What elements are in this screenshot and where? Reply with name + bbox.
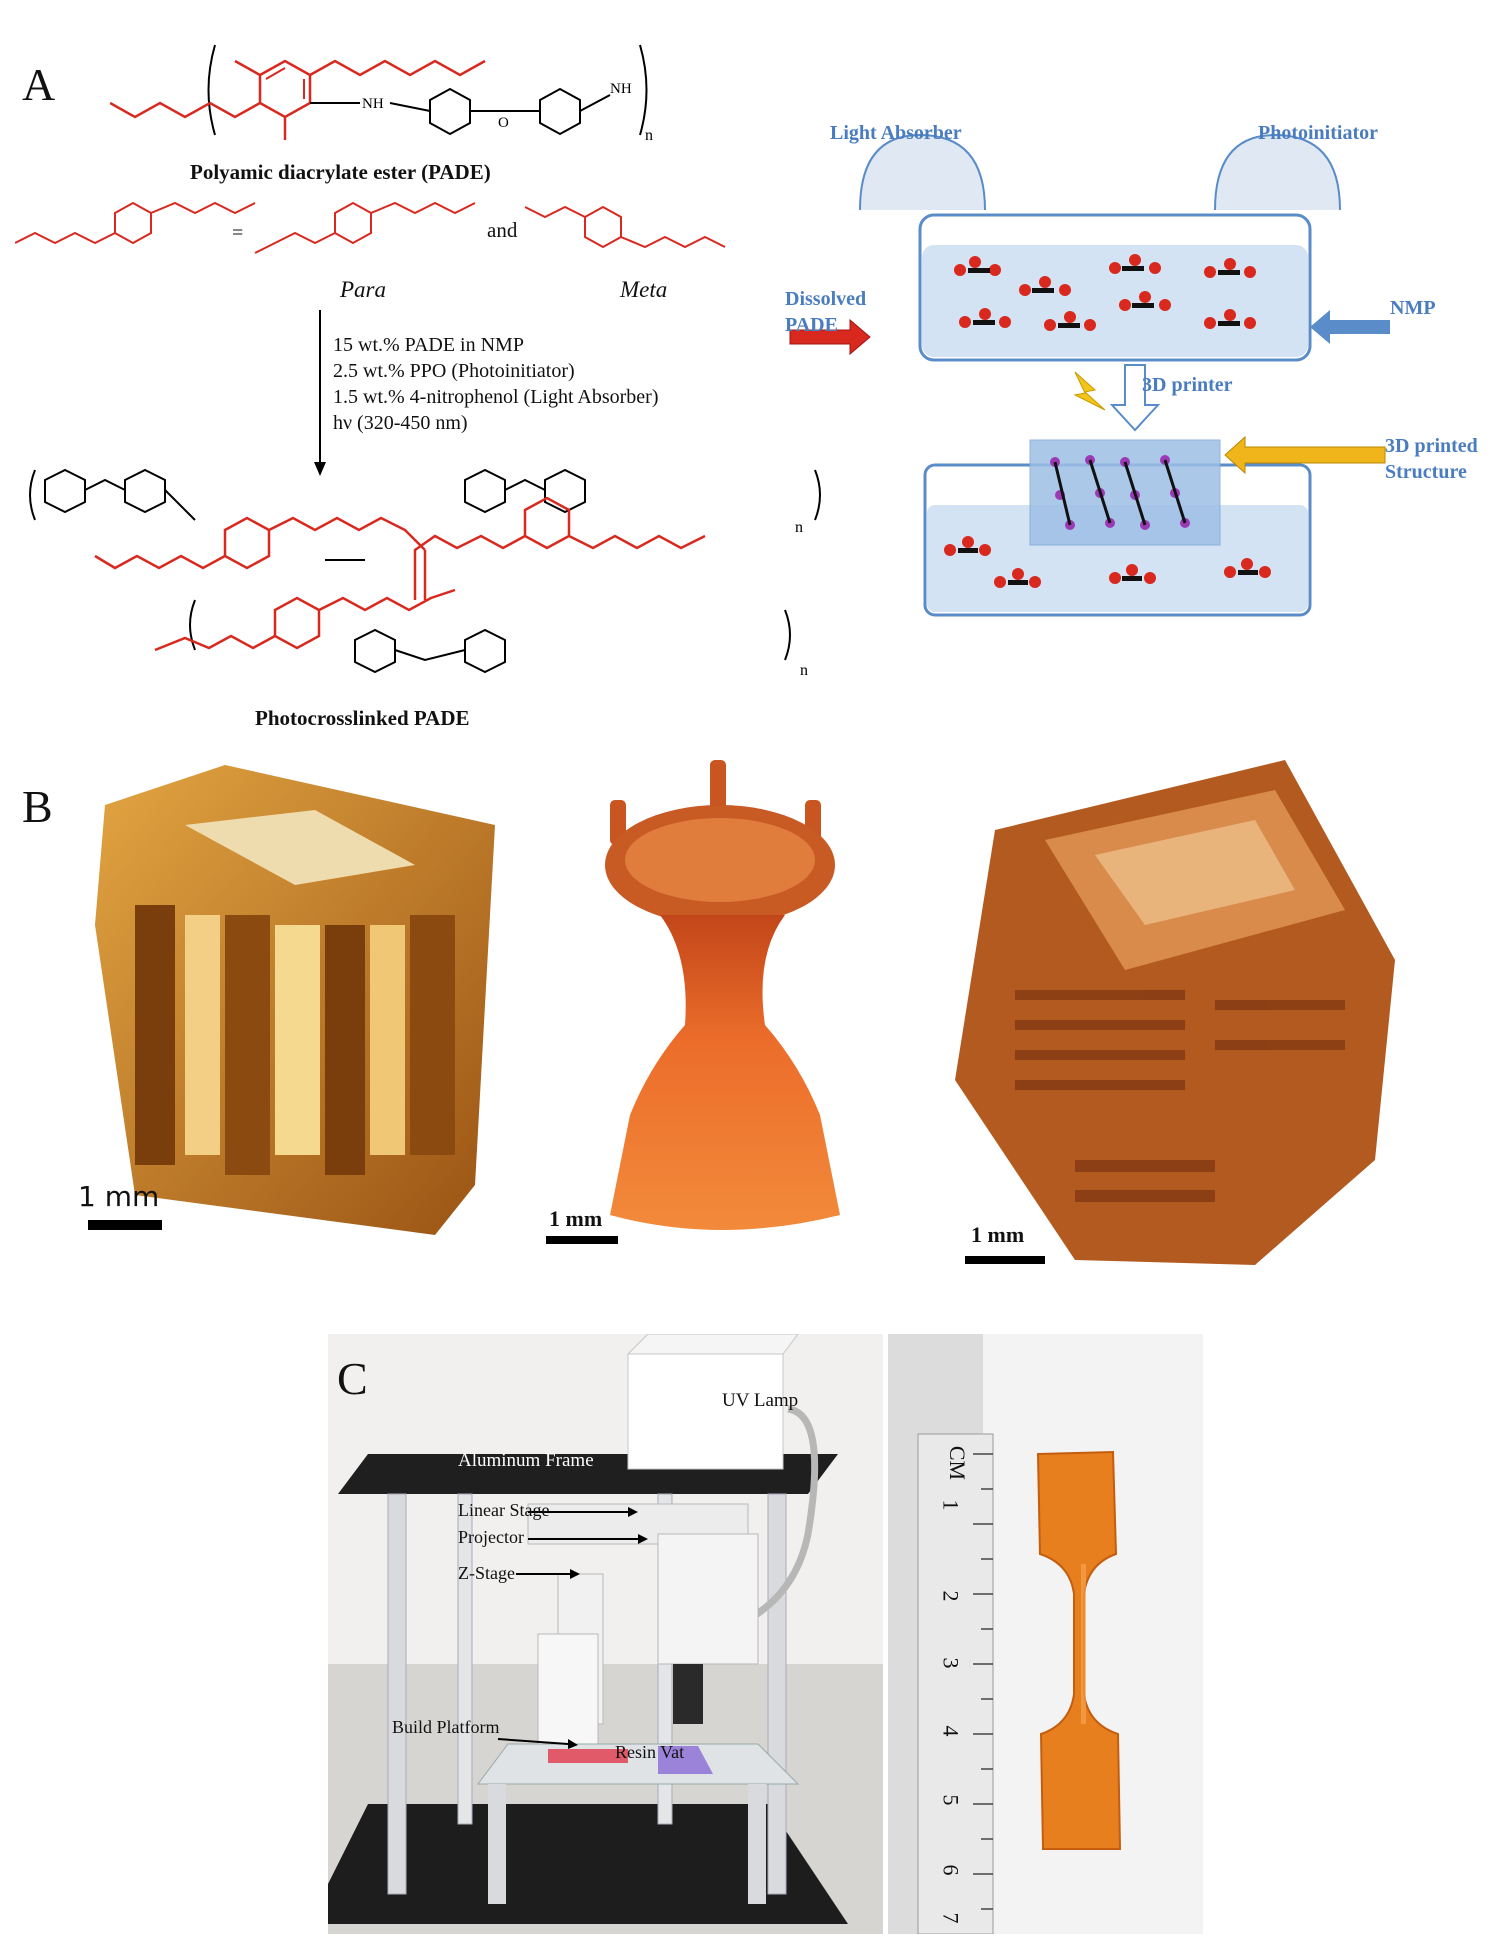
photoinitiator-label: Photoinitiator [1258, 122, 1378, 144]
resin-vat-label: Resin Vat [615, 1742, 685, 1762]
panel-label-b: B [22, 781, 53, 832]
printer-rendering [328, 1334, 883, 1934]
equals-sign: = [232, 222, 244, 244]
scale-label-middle: 1 mm [549, 1206, 603, 1231]
printed-block-photo [955, 760, 1395, 1265]
3d-printed-structure-label: 3D printed Structure [1385, 433, 1478, 485]
z-stage-label: Z-Stage [458, 1563, 515, 1583]
nh-label: NH [362, 96, 384, 112]
printed-cage-photo [95, 765, 495, 1235]
condition-line: 1.5 wt.% 4-nitrophenol (Light Absorber) [333, 386, 659, 408]
dissolved-pade-label: Dissolved PADE [785, 286, 866, 338]
dissolved-pade-line: PADE [785, 314, 838, 336]
condition-line: 2.5 wt.% PPO (Photoinitiator) [333, 360, 575, 382]
pade-title: Polyamic diacrylate ester (PADE) [190, 160, 491, 184]
ruler-number: 5 [938, 1794, 964, 1806]
ruler-number: 7 [938, 1912, 964, 1924]
linear-stage-label: Linear Stage [458, 1500, 550, 1520]
printing-schematic [789, 133, 1390, 617]
panel-label-c: C [337, 1353, 368, 1404]
and-label: and [487, 218, 518, 242]
condition-line: 15 wt.% PADE in NMP [333, 334, 524, 356]
aluminum-frame-label: Aluminum Frame [458, 1450, 594, 1471]
pade-structure: NH O NH n [110, 44, 653, 144]
build-platform-label: Build Platform [392, 1717, 500, 1737]
crosslinked-title: Photocrosslinked PADE [255, 706, 470, 730]
printed-rook-photo [605, 760, 840, 1230]
projector-label: Projector [458, 1527, 524, 1547]
nmp-label: NMP [1390, 297, 1436, 319]
subscript-n: n [800, 662, 808, 679]
dogbone-specimen-photo [888, 1334, 1203, 1934]
printed-structure-line: 3D printed [1385, 435, 1478, 457]
scale-label-right: 1 mm [971, 1222, 1025, 1247]
meta-label: Meta [620, 277, 668, 302]
light-absorber-label: Light Absorber [830, 122, 962, 144]
ruler-unit-label: CM [945, 1445, 971, 1481]
scale-bar-right [965, 1256, 1045, 1264]
isomer-structures [15, 201, 726, 254]
dissolved-pade-line: Dissolved [785, 288, 867, 310]
ruler-number: 6 [938, 1864, 964, 1876]
panel-label-a: A [22, 59, 56, 110]
nh-label: NH [610, 81, 632, 97]
reaction-conditions: 15 wt.% PADE in NMP 2.5 wt.% PPO (Photoi… [333, 332, 659, 436]
subscript-n: n [645, 127, 653, 144]
subscript-n: n [795, 519, 803, 536]
ruler-number: 3 [938, 1657, 964, 1669]
para-label: Para [340, 277, 386, 302]
ruler-number: 4 [938, 1725, 964, 1737]
printed-structure-line: Structure [1385, 461, 1467, 483]
uv-lamp-label: UV Lamp [722, 1390, 799, 1411]
scale-bar-left [88, 1220, 162, 1230]
ruler-number: 2 [938, 1590, 964, 1602]
o-label: O [498, 115, 509, 131]
3d-printer-label: 3D printer [1142, 374, 1233, 396]
reaction-arrow [314, 310, 326, 476]
crosslinked-structure: n n [29, 468, 821, 679]
condition-line: hν (320-450 nm) [333, 412, 468, 434]
ruler-number: 1 [938, 1499, 964, 1511]
scale-bar-middle [546, 1236, 618, 1244]
scale-label-left: 1 mm [78, 1180, 160, 1213]
